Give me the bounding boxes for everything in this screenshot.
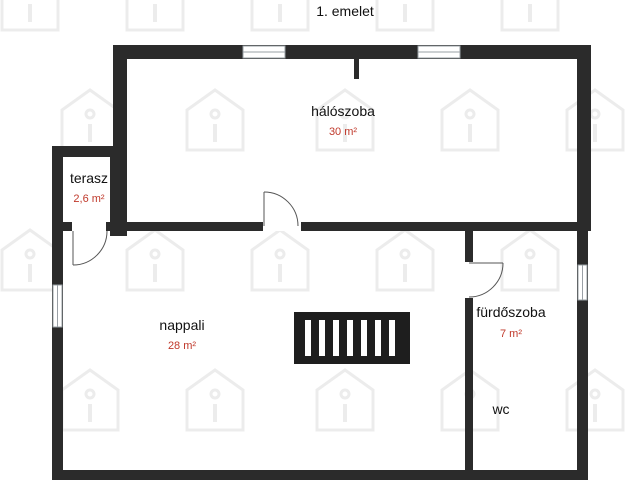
room-name-terasz: terasz (69, 170, 109, 186)
walls (52, 45, 591, 480)
watermark-house-icon (0, 0, 60, 32)
wall-terrace-top (52, 146, 127, 157)
bathroom-door (468, 262, 504, 298)
bedroom-door (263, 191, 299, 227)
watermark-house-icon (185, 88, 245, 152)
room-name-wc: wc (492, 401, 510, 417)
wall-top (113, 45, 591, 59)
watermark-house-icon (125, 0, 185, 32)
watermark-house-icon (60, 368, 120, 432)
terrace-door-gap (72, 222, 106, 236)
watermark-house-icon (440, 88, 500, 152)
watermark-icons (0, 0, 625, 432)
watermark-house-icon (315, 88, 375, 152)
watermark-house-icon (500, 228, 560, 292)
windows (52, 45, 588, 328)
room-name-nappali: nappali (159, 317, 205, 333)
watermark-house-icon (500, 0, 560, 32)
window-top-right (417, 45, 461, 59)
wall-bathroom (465, 231, 473, 470)
watermark-house-icon (375, 0, 435, 32)
bedroom-door-gap (263, 222, 301, 231)
room-area-nappali: 28 m² (167, 340, 197, 352)
watermark-house-icon (375, 228, 435, 292)
wall-left-lower (52, 231, 63, 480)
bathroom-door-gap (465, 262, 473, 298)
wall-stub (354, 59, 359, 79)
watermark-house-icon (250, 228, 310, 292)
room-area-terasz: 2,6 m² (73, 193, 105, 205)
watermark-house-icon (60, 88, 120, 152)
wall-middle (52, 222, 591, 231)
wall-right-lower (577, 230, 588, 480)
wall-openings (72, 222, 473, 298)
wall-right-upper (577, 45, 591, 230)
room-name-furdoszoba: fürdőszoba (476, 304, 546, 320)
watermark-house-icon (315, 368, 375, 432)
wall-terrace-left (52, 146, 63, 236)
room-name-haloszoba: hálószoba (311, 103, 375, 119)
doors (72, 191, 504, 298)
wall-bottom (52, 470, 588, 480)
room-area-furdoszoba: 7 m² (500, 328, 522, 340)
window-right (577, 264, 588, 301)
window-top-left (242, 45, 286, 59)
window-left (52, 284, 63, 328)
room-area-haloszoba: 30 m² (328, 126, 358, 138)
watermark-house-icon (185, 368, 245, 432)
watermark-house-icon (125, 228, 185, 292)
terrace-door (72, 230, 108, 266)
watermark-house-icon (0, 228, 60, 292)
wall-terrace-right (110, 146, 127, 236)
watermark-house-icon (565, 88, 625, 152)
wall-left-upper (113, 45, 127, 160)
floor-title: 1. emelet (316, 3, 374, 19)
watermark-house-icon (565, 368, 625, 432)
staircase (294, 312, 410, 364)
watermark-house-icon (250, 0, 310, 32)
